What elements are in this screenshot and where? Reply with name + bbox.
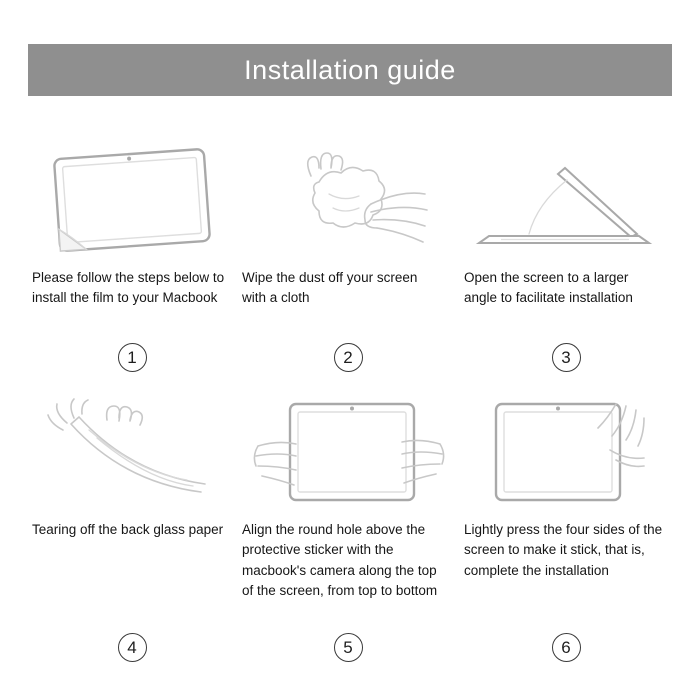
wipe-cloth-icon	[242, 142, 454, 258]
step-3-number-badge: 3	[551, 343, 581, 372]
step-1-text: Please follow the steps below to install…	[32, 270, 225, 306]
open-screen-icon	[464, 142, 668, 258]
press-four-sides-icon	[464, 394, 668, 510]
step-2-text: Wipe the dust off your screen with a clo…	[242, 270, 418, 306]
step-5: Align the round hole above the protectiv…	[242, 394, 454, 662]
header-banner: Installation guide	[28, 44, 672, 96]
step-5-number-badge: 5	[333, 633, 363, 662]
step-4-number-badge: 4	[117, 633, 147, 662]
step-6: Lightly press the four sides of the scre…	[464, 394, 668, 662]
macbook-film-corner-icon	[32, 142, 232, 258]
page-title: Installation guide	[244, 54, 456, 85]
step-6-text: Lightly press the four sides of the scre…	[464, 522, 663, 578]
step-3-text: Open the screen to a larger angle to fac…	[464, 270, 633, 306]
step-4: Tearing off the back glass paper 4	[32, 394, 232, 662]
step-6-number-badge: 6	[551, 633, 581, 662]
step-5-text: Align the round hole above the protectiv…	[242, 522, 438, 598]
step-4-text: Tearing off the back glass paper	[32, 522, 224, 537]
tear-backing-paper-icon	[32, 394, 232, 510]
step-2: Wipe the dust off your screen with a clo…	[242, 142, 454, 372]
steps-grid: Please follow the steps below to install…	[32, 142, 668, 662]
step-2-number-badge: 2	[333, 343, 363, 372]
step-3: Open the screen to a larger angle to fac…	[464, 142, 668, 372]
align-protector-camera-icon	[242, 394, 454, 510]
step-1-number-badge: 1	[117, 343, 147, 372]
step-1: Please follow the steps below to install…	[32, 142, 232, 372]
